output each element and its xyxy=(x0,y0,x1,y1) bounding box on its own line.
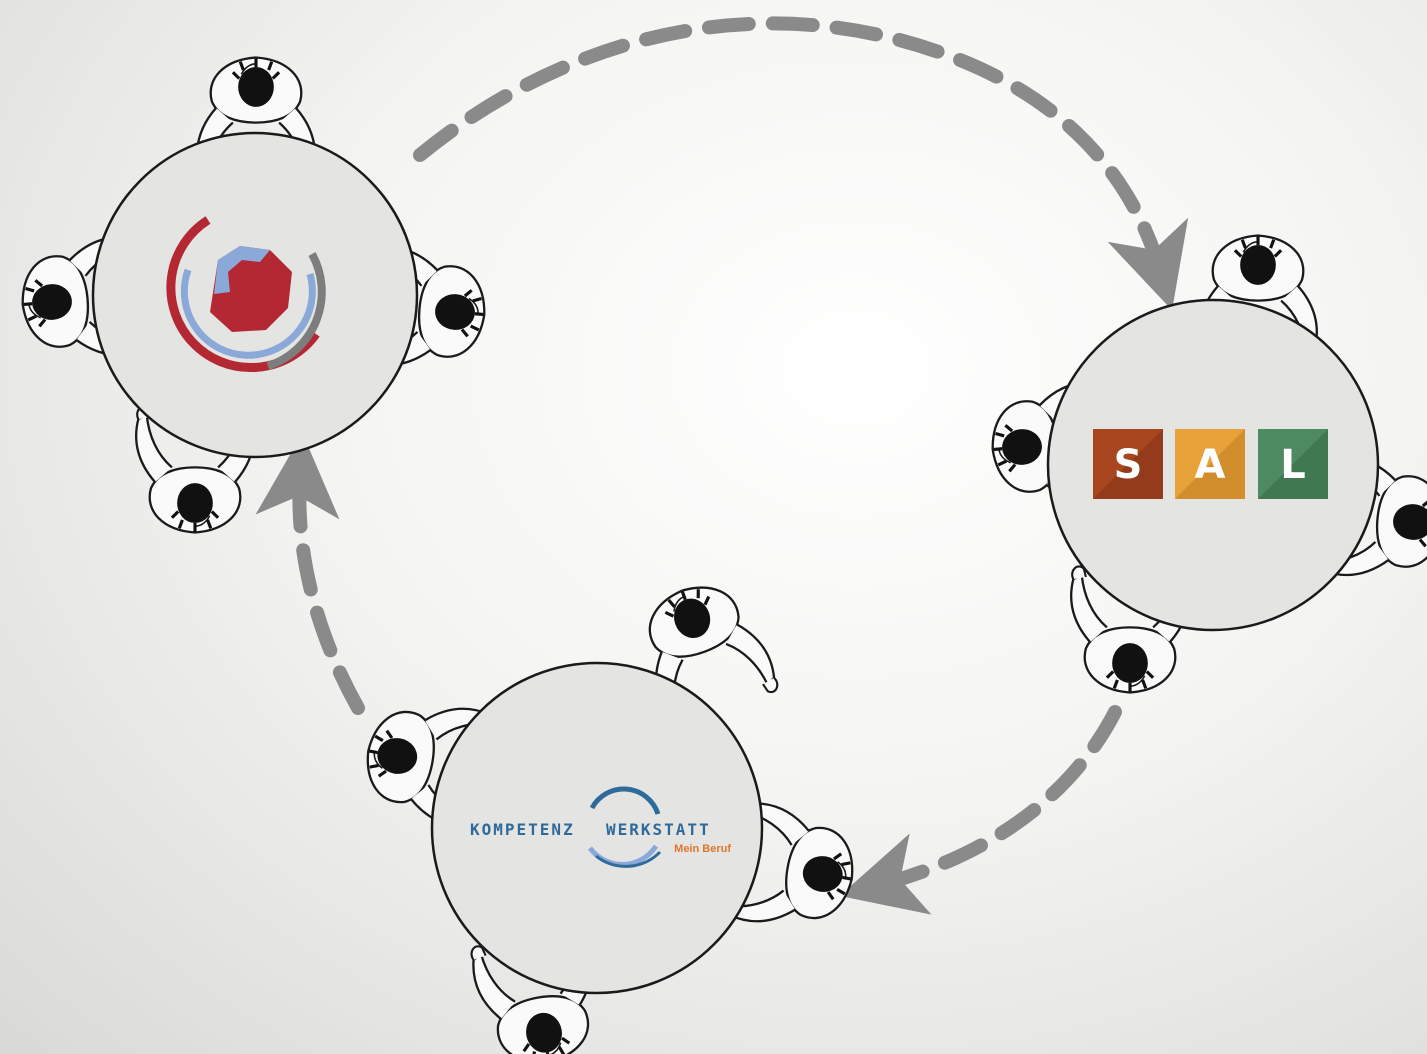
sal-letter-a: A xyxy=(1195,442,1226,488)
kw-title-left: KOMPETENZ xyxy=(470,820,575,839)
table-group-1 xyxy=(18,58,490,533)
kw-subtitle: Mein Beruf xyxy=(674,843,731,855)
table-group-2: S A L xyxy=(988,236,1427,693)
dashed-arrow-icon xyxy=(299,475,358,708)
dashed-arrow-icon xyxy=(880,712,1115,885)
table-group-3: KOMPETENZ WERKSTATT Mein Beruf xyxy=(358,571,862,1054)
sal-letter-l: L xyxy=(1280,442,1306,488)
kw-title-right: WERKSTATT xyxy=(606,820,711,839)
sal-letter-s: S xyxy=(1114,442,1143,488)
sal-logo-icon: S A L xyxy=(1093,429,1328,499)
dashed-arrow-icon xyxy=(420,23,1160,270)
